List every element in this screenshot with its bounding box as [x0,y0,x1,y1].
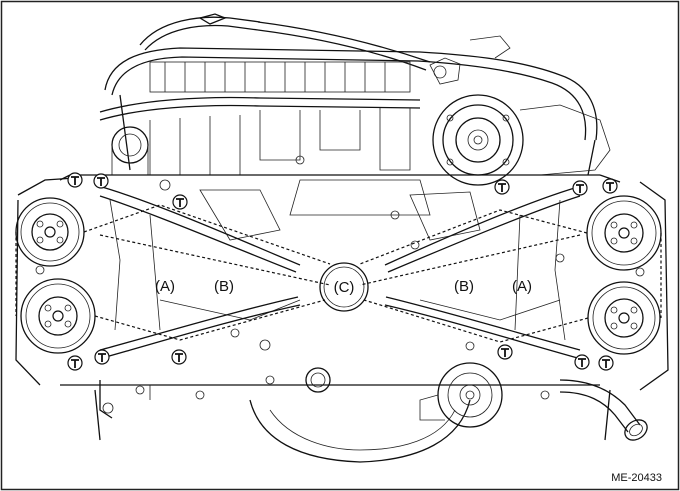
bolt-marker [94,349,110,365]
timing-chains [15,204,662,343]
callout-label-a-right: (A) [512,278,532,295]
left-lower-fitting [99,380,151,419]
crankshaft-sprocket [319,262,369,312]
oil-filler-neck [111,126,149,175]
right-exhaust-cam-sprocket [587,281,661,355]
bolt-marker [171,349,187,365]
callout-label-a-left: (A) [155,278,175,295]
bolt-marker [572,180,588,196]
intake-manifold [99,13,598,176]
callout-label-b-left: (B) [214,278,234,295]
label-b-right: (B) [454,278,474,295]
label-b-left: (B) [214,278,234,295]
bolt-marker [494,179,510,195]
oil-plug [305,367,331,393]
bolt-marker [67,355,83,371]
bolt-marker [598,355,614,371]
throttle-body [432,94,611,186]
bolt-marker [67,172,83,188]
coolant-pipe [559,379,648,441]
bolt-marker [497,344,513,360]
bolt-markers [67,172,618,371]
bolt-marker [93,173,109,189]
right-intake-cam-sprocket [586,195,662,271]
label-a-left: (A) [155,278,175,295]
engine-block [15,174,669,463]
left-exhaust-cam-sprocket [20,278,96,354]
label-c-center: (C) [334,279,355,296]
callout-label-b-right: (B) [454,278,474,295]
left-intake-cam-sprocket [15,197,85,267]
label-a-right: (A) [512,278,532,295]
bolt-marker [574,354,590,370]
bolt-marker [172,194,188,210]
bolt-marker [602,178,618,194]
fastener-bolts [35,155,645,400]
water-pump [419,362,503,428]
chain-guides [94,184,586,361]
figure-reference-id: ME-20433 [611,472,662,484]
callout-label-c-center: (C) [334,279,355,296]
